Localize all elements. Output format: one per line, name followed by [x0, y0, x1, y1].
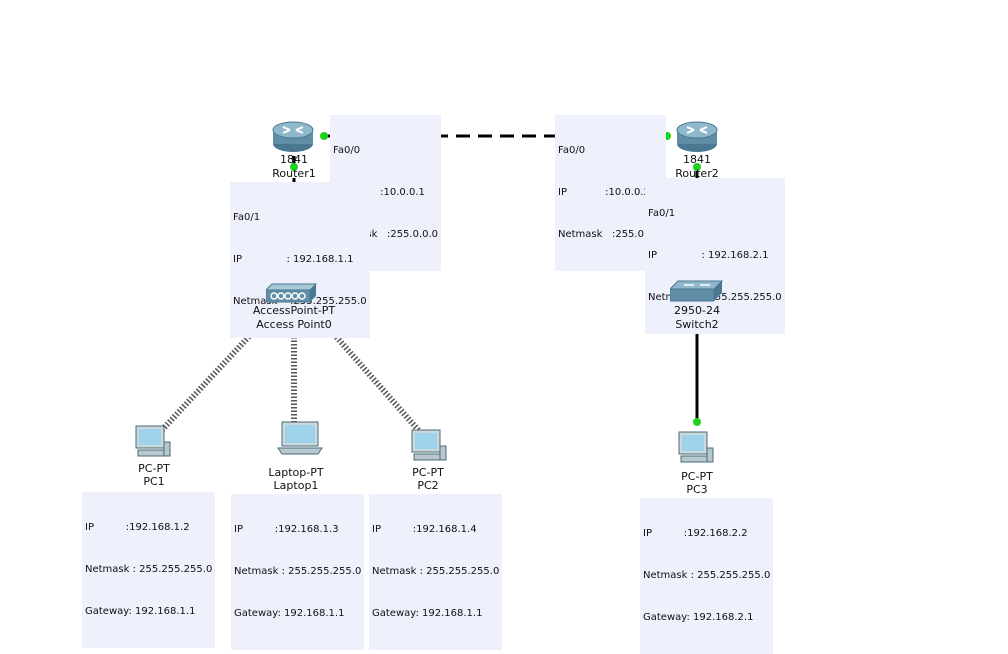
laptop-icon [277, 421, 323, 455]
ap-model: AccessPoint-PT [252, 304, 336, 317]
pc1-device[interactable] [134, 424, 172, 464]
pc3-name: PC3 [686, 483, 708, 496]
iface-ip: IP :10.0.0.2 [558, 187, 650, 198]
pc2-ip-info: IP :192.168.1.4 Netmask : 255.255.255.0 … [369, 494, 503, 650]
host-mask: Netmask : 255.255.255.0 [234, 566, 362, 577]
router1-device[interactable] [270, 118, 316, 158]
access-point-icon [264, 283, 318, 303]
iface-mask: Netmask :255.0.0.0 [558, 229, 664, 240]
port-light-r2-fa01 [693, 163, 701, 171]
host-ip: IP :192.168.1.2 [85, 522, 190, 533]
host-mask: Netmask : 255.255.255.0 [643, 570, 771, 581]
router1-model: 1841 [280, 153, 308, 166]
pc3-model: PC-PT [681, 470, 713, 483]
host-ip: IP :192.168.1.3 [234, 524, 339, 535]
port-light-r1-fa01 [290, 163, 298, 171]
ap-name: Access Point0 [256, 318, 332, 331]
pc1-name: PC1 [143, 475, 165, 488]
router-icon [676, 121, 718, 152]
host-ip: IP :192.168.1.4 [372, 524, 477, 535]
pc-icon [135, 425, 171, 457]
pc-icon [678, 431, 714, 463]
host-gateway: Gateway: 192.168.1.1 [372, 608, 483, 619]
r1-fa01-info: Fa0/1 IP : 192.168.1.1 Netmask :255.255.… [230, 182, 370, 338]
router2-device[interactable] [674, 118, 720, 158]
iface-name: Fa0/0 [333, 145, 361, 156]
router2-name: Router2 [675, 167, 719, 180]
iface-ip: IP : 192.168.1.1 [233, 254, 354, 265]
pc2-model: PC-PT [412, 466, 444, 479]
router2-model: 1841 [683, 153, 711, 166]
host-gateway: Gateway: 192.168.1.1 [85, 606, 196, 617]
iface-name: Fa0/1 [233, 212, 261, 223]
laptop1-name: Laptop1 [273, 479, 319, 492]
pc3-device[interactable] [677, 430, 715, 470]
switch-model: 2950-24 [674, 304, 720, 317]
host-gateway: Gateway: 192.168.2.1 [643, 612, 754, 623]
laptop1-device[interactable] [276, 420, 324, 462]
host-mask: Netmask : 255.255.255.0 [85, 564, 213, 575]
host-ip: IP :192.168.2.2 [643, 528, 748, 539]
iface-mask: Netmask :255.255.255.0 [233, 296, 367, 307]
pc2-name: PC2 [417, 479, 439, 492]
iface-name: Fa0/1 [648, 208, 676, 219]
host-gateway: Gateway: 192.168.1.1 [234, 608, 345, 619]
port-light-pc3 [693, 418, 701, 426]
pc2-device[interactable] [410, 428, 448, 468]
iface-ip: IP : 192.168.2.1 [648, 250, 769, 261]
switch-name: Switch2 [675, 318, 719, 331]
laptop1-model: Laptop-PT [268, 466, 324, 479]
switch-icon [668, 280, 724, 302]
port-light-r1-fa00 [320, 132, 328, 140]
iface-name: Fa0/0 [558, 145, 586, 156]
router-icon [272, 121, 314, 152]
pc3-ip-info: IP :192.168.2.2 Netmask : 255.255.255.0 … [640, 498, 774, 654]
pc-icon [411, 429, 447, 461]
access-point-device[interactable] [264, 280, 320, 310]
router1-name: Router1 [272, 167, 316, 180]
host-mask: Netmask : 255.255.255.0 [372, 566, 500, 577]
pc1-model: PC-PT [138, 462, 170, 475]
laptop1-ip-info: IP :192.168.1.3 Netmask : 255.255.255.0 … [231, 494, 365, 650]
pc1-ip-info: IP :192.168.1.2 Netmask : 255.255.255.0 … [82, 492, 216, 648]
switch-device[interactable] [668, 279, 724, 309]
